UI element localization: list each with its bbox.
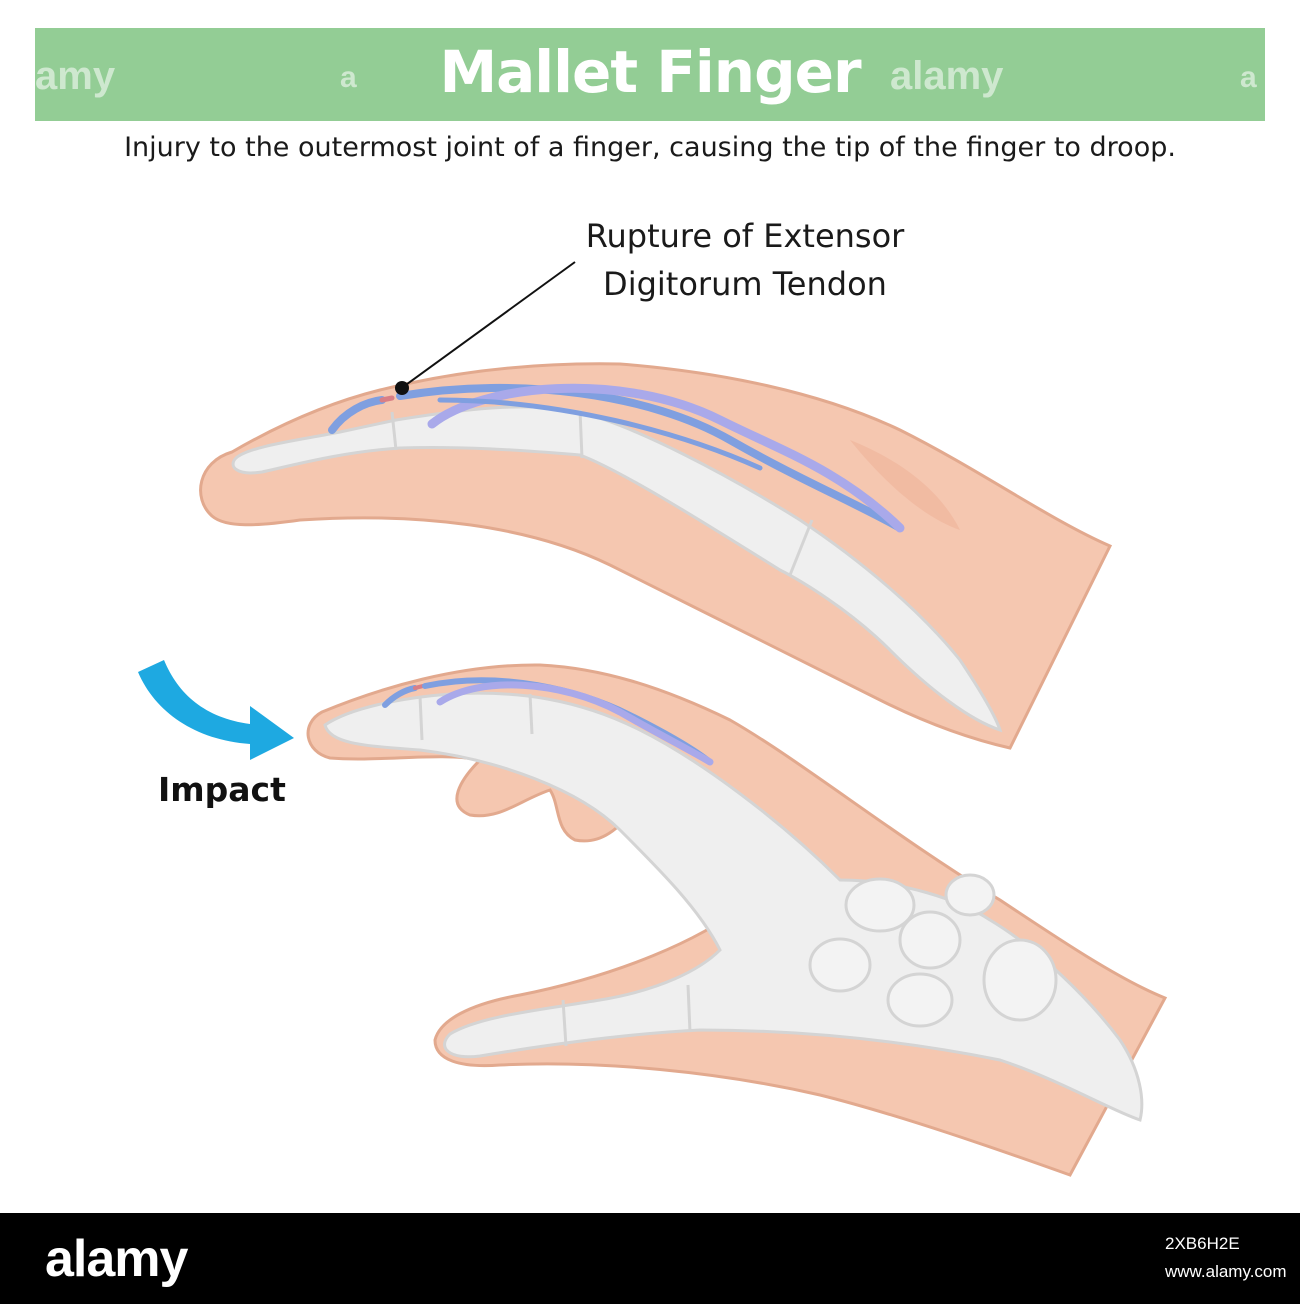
carpal-bone <box>944 873 996 917</box>
upper-finger-illustration <box>199 261 1113 750</box>
lower-tendon-secondary <box>436 681 714 766</box>
upper-finger-shading <box>850 440 960 530</box>
carpal-bone <box>898 910 962 970</box>
impact-arrow <box>138 660 294 760</box>
lower-tendon-distal <box>382 685 418 708</box>
tendon-tertiary <box>437 397 763 471</box>
joint-line <box>686 984 692 1033</box>
annotation-line-1: Rupture of Extensor <box>585 217 905 255</box>
mallet-finger-illustration <box>138 261 1168 1177</box>
lower-tendon-ruptured-end <box>413 684 425 690</box>
tendon-distal <box>328 396 386 434</box>
joint-line <box>528 693 534 735</box>
tendon-main <box>396 383 904 532</box>
carpal-bone <box>808 937 872 993</box>
tendon-secondary <box>427 383 905 533</box>
carpal-bone <box>844 877 916 933</box>
joint-line <box>418 695 424 741</box>
carpal-bone <box>886 972 954 1028</box>
page-title: Mallet Finger <box>439 38 861 106</box>
footer-logo: alamy <box>45 1230 188 1288</box>
joint-line <box>578 409 584 459</box>
watermark-text: a <box>340 61 357 94</box>
impact-label: Impact <box>158 770 286 809</box>
lower-hand-illustration <box>306 663 1168 1177</box>
tendon-ruptured-end <box>379 395 395 403</box>
site-url: www.alamy.com <box>1165 1262 1287 1281</box>
watermark-text: alamy <box>890 54 1004 98</box>
title-banner: amy a alamy a Mallet Finger <box>35 28 1265 121</box>
image-id: 2XB6H2E <box>1165 1234 1240 1253</box>
watermark-text: amy <box>35 54 116 98</box>
joint-line <box>788 519 814 576</box>
annotation-point <box>395 381 409 395</box>
joint-line <box>390 411 398 451</box>
rupture-annotation: Rupture of Extensor Digitorum Tendon <box>560 212 930 308</box>
footer-bar: alamy 2XB6H2E www.alamy.com <box>0 1213 1300 1304</box>
joint-line <box>561 999 568 1047</box>
carpal-bone <box>982 938 1058 1022</box>
page-subtitle: Injury to the outermost joint of a finge… <box>124 132 1176 163</box>
annotation-leader-line <box>402 261 576 388</box>
annotation-line-2: Digitorum Tendon <box>603 265 887 303</box>
watermark-text: a <box>1240 61 1257 94</box>
